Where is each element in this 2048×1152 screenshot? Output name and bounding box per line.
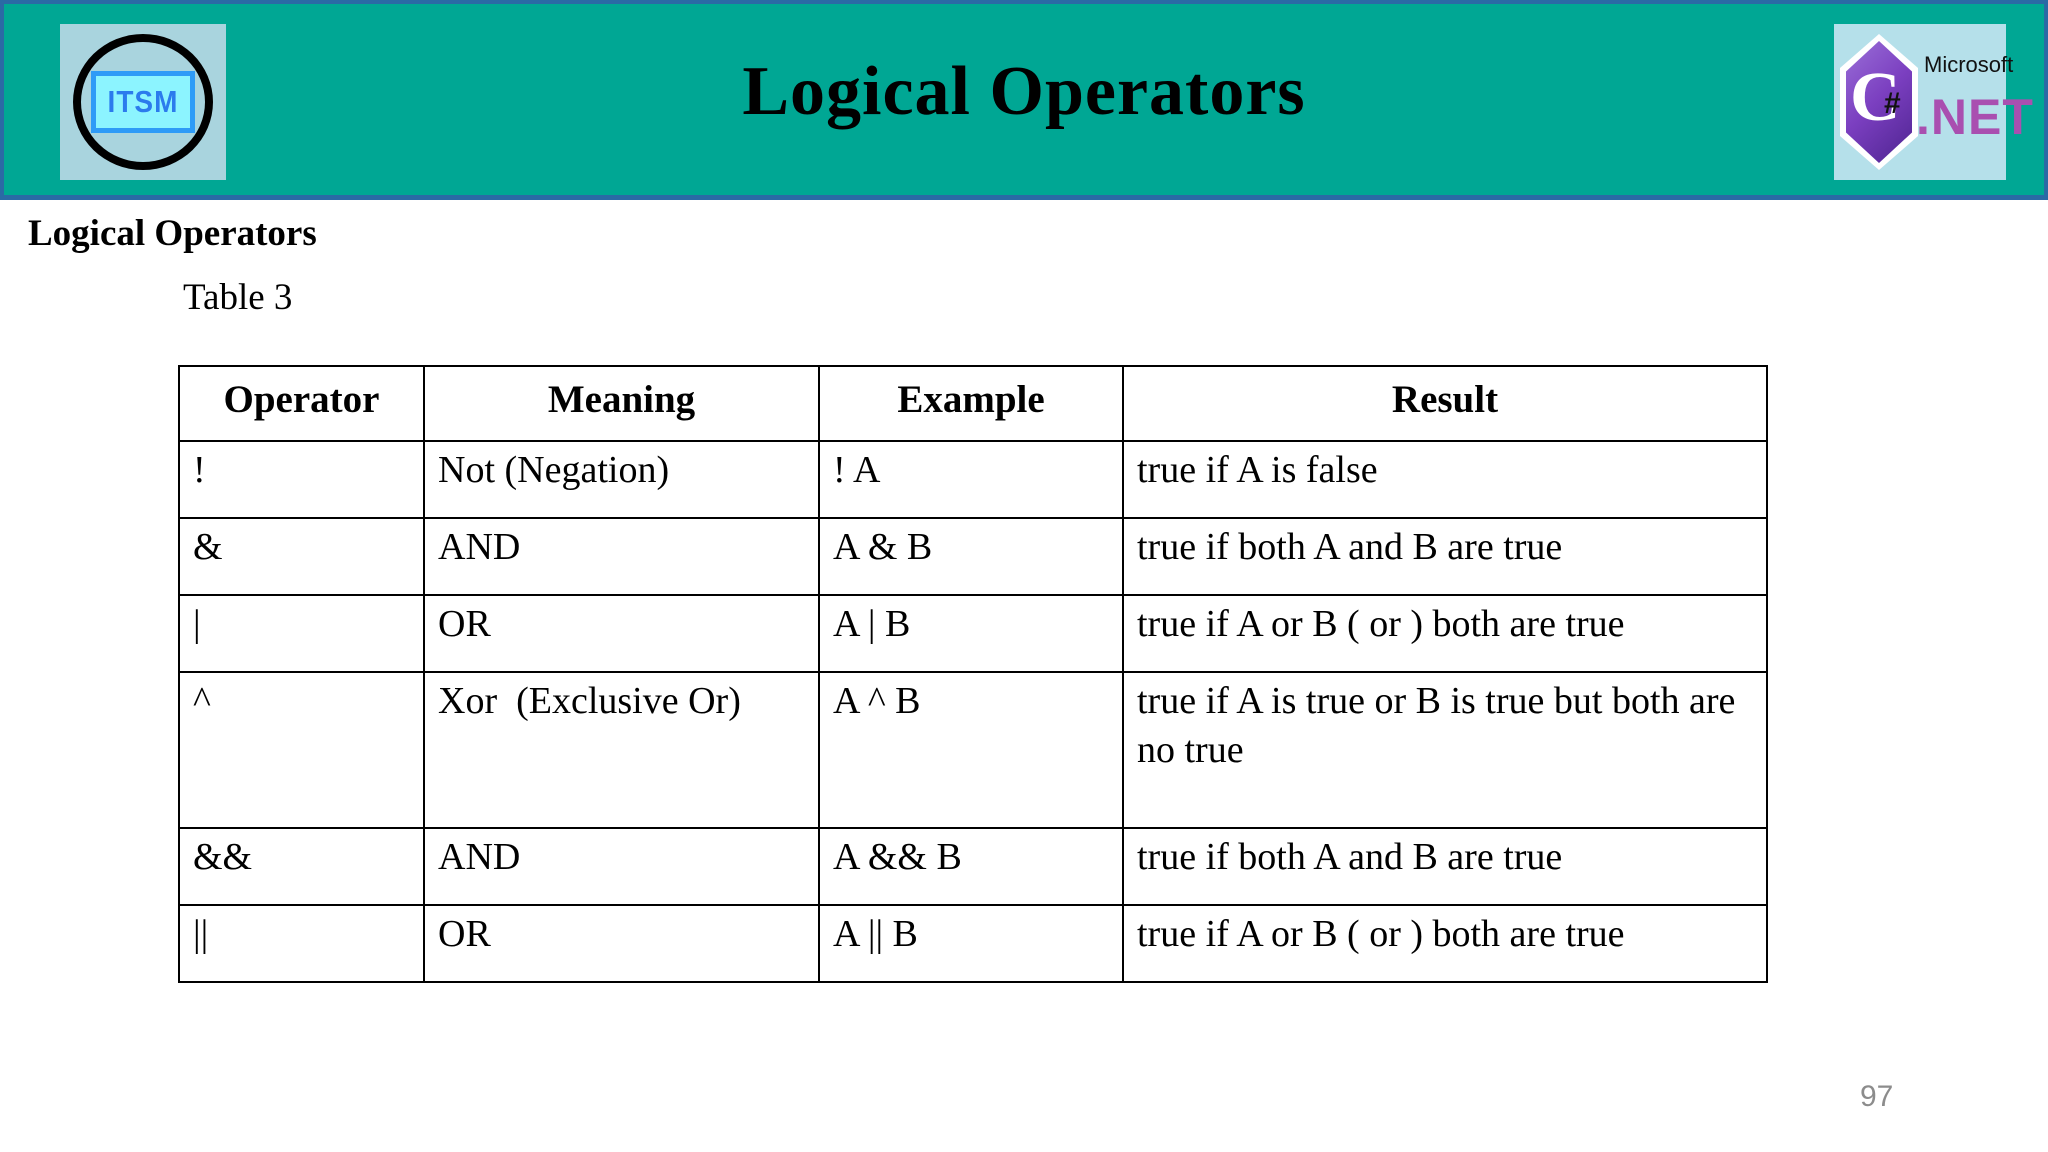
column-header: Example (818, 365, 1124, 442)
column-header: Operator (178, 365, 425, 442)
itsm-logo-box: ITSM (91, 71, 195, 133)
table-cell: & (178, 517, 425, 596)
table-cell: OR (423, 594, 820, 673)
slide-title: Logical Operators (742, 53, 1306, 130)
csharp-hexagon-fill: C # (1846, 41, 1912, 163)
table-cell: Not (Negation) (423, 440, 820, 519)
itsm-logo: ITSM (60, 24, 226, 180)
csharp-hash-symbol: # (1884, 87, 1901, 120)
table-caption: Table 3 (183, 277, 293, 318)
csharp-hexagon-icon: C # (1840, 34, 1918, 170)
dotnet-label: .NET (1916, 89, 2034, 145)
csharp-letter-c: C (1850, 59, 1901, 136)
table-cell: true if A is false (1122, 440, 1768, 519)
table-cell: OR (423, 904, 820, 983)
column-header: Result (1122, 365, 1768, 442)
table-cell: true if both A and B are true (1122, 827, 1768, 906)
column-header: Meaning (423, 365, 820, 442)
csharp-dotnet-logo: C # Microsoft .NET (1834, 24, 2033, 180)
table-cell: true if A or B ( or ) both are true (1122, 904, 1768, 983)
table-cell: A & B (818, 517, 1124, 596)
table-cell: A || B (818, 904, 1124, 983)
section-heading: Logical Operators (28, 213, 317, 254)
table-cell: true if both A and B are true (1122, 517, 1768, 596)
table-cell: true if A or B ( or ) both are true (1122, 594, 1768, 673)
table-cell: Xor (Exclusive Or) (423, 671, 820, 829)
table-cell: AND (423, 517, 820, 596)
table-cell: AND (423, 827, 820, 906)
table-cell: A && B (818, 827, 1124, 906)
microsoft-label: Microsoft (1924, 52, 2014, 77)
table-cell: || (178, 904, 425, 983)
header-band: ITSM Logical Operators C # Microsoft .NE… (0, 0, 2048, 200)
table-cell: && (178, 827, 425, 906)
itsm-logo-text: ITSM (107, 84, 179, 119)
page-number: 97 (1860, 1080, 1894, 1113)
table-cell: true if A is true or B is true but both … (1122, 671, 1768, 829)
table-cell: A ^ B (818, 671, 1124, 829)
table-cell: ^ (178, 671, 425, 829)
table-cell: ! (178, 440, 425, 519)
itsm-logo-circle-icon: ITSM (73, 34, 213, 170)
table-cell: | (178, 594, 425, 673)
table-cell: ! A (818, 440, 1124, 519)
table-cell: A | B (818, 594, 1124, 673)
